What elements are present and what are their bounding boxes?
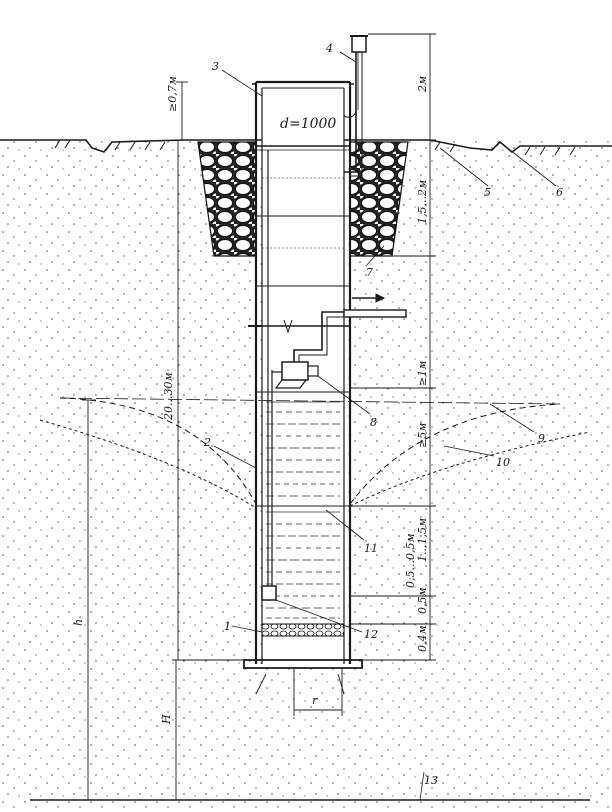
static-level bbox=[59, 397, 561, 405]
callout-7: 7 bbox=[366, 266, 373, 279]
callout-6: 6 bbox=[556, 186, 563, 199]
callout-8: 8 bbox=[370, 416, 377, 429]
callout-11: 11 bbox=[364, 542, 378, 555]
callout-1: 1 bbox=[224, 620, 231, 633]
dim-head-h: h bbox=[72, 619, 85, 626]
dim-filter-layer: 0,4м bbox=[416, 625, 429, 652]
callout-13: 13 bbox=[424, 774, 438, 787]
gravel-filter bbox=[261, 623, 345, 637]
water-column bbox=[266, 401, 340, 619]
dim-radius: r bbox=[312, 694, 318, 707]
dimension-lines bbox=[82, 33, 436, 800]
diameter-label: d=1000 bbox=[280, 116, 336, 132]
dim-clay-lock: 1,5...2м bbox=[416, 180, 429, 224]
dim-pump-clearance: ≥1м bbox=[416, 361, 429, 386]
depression-curves bbox=[39, 397, 591, 509]
callout-9: 9 bbox=[538, 432, 545, 445]
callout-5: 5 bbox=[484, 186, 491, 199]
callout-leaders bbox=[213, 51, 557, 801]
dim-above-ground: ≥0,7м bbox=[166, 76, 179, 112]
dim-intake-gap: 0,5м bbox=[416, 587, 429, 614]
callout-3: 3 bbox=[212, 60, 219, 73]
dim-pump-height: 2м bbox=[416, 76, 429, 93]
callout-10: 10 bbox=[496, 456, 510, 469]
callout-12: 12 bbox=[364, 628, 378, 641]
callout-2: 2 bbox=[203, 436, 211, 449]
well-casing bbox=[243, 80, 363, 669]
callout-4: 4 bbox=[325, 42, 333, 55]
dim-lower-zone: 0,5...0,5м bbox=[404, 533, 417, 588]
dim-aquifer-H: H bbox=[160, 714, 173, 725]
dim-well-depth: 20...30м bbox=[162, 372, 175, 421]
ground-hatch bbox=[54, 139, 576, 156]
pipes-and-pump bbox=[248, 35, 407, 601]
dim-mid-zone: 1...1,5м bbox=[416, 518, 429, 562]
dim-water-level: ≥5м bbox=[416, 423, 429, 448]
